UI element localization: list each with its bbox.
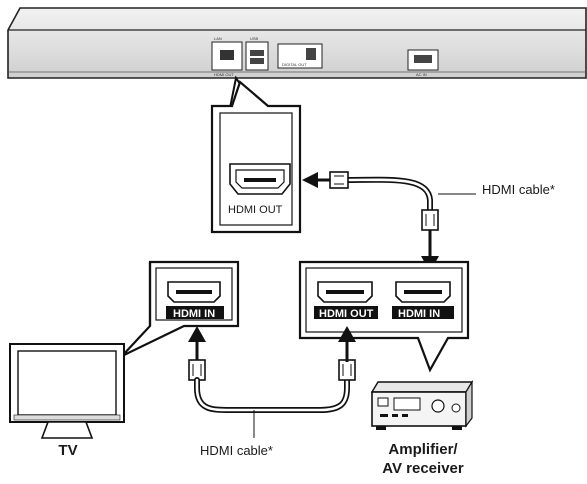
player-hdmi-out-callout: HDMI OUT	[210, 80, 302, 234]
tv-label: TV	[58, 442, 78, 459]
panel-text-hdmi-out: HDMI OUT	[214, 72, 234, 77]
amplifier-device	[370, 379, 474, 430]
amp-hdmi-out-badge	[314, 306, 378, 319]
tv-hdmi-in-callout: HDMI IN	[121, 260, 240, 357]
player-hdmi-out-label: HDMI OUT	[228, 204, 283, 216]
upper-cable-label-wrap: HDMI cable*	[482, 182, 555, 197]
tv-device	[9, 343, 125, 439]
upper-hdmi-cable	[302, 171, 476, 272]
amp-hdmi-in-badge	[392, 306, 454, 319]
amp-hdmi-in-port	[395, 281, 451, 303]
panel-text-lan: LAN	[214, 36, 222, 41]
player-rear-panel	[211, 41, 439, 71]
upper-cable-label: HDMI cable*	[482, 182, 555, 197]
panel-text-ac-in: AC IN	[416, 72, 427, 77]
amp-hdmi-out-label: HDMI OUT	[319, 308, 374, 320]
lower-hdmi-cable	[188, 326, 356, 438]
player-hdmi-port	[229, 163, 291, 195]
lower-cable-label: HDMI cable*	[200, 443, 273, 458]
panel-text-usb: USB	[250, 36, 259, 41]
tv-hdmi-port	[167, 281, 221, 303]
amp-hdmi-in-label: HDMI IN	[398, 308, 440, 320]
amp-hdmi-out-port	[317, 281, 373, 303]
panel-text-digital-out: DIGITAL OUT	[282, 62, 307, 67]
player-device: LAN HDMI OUT DIGITAL OUT USB AC IN	[7, 7, 587, 109]
amplifier-hdmi-callout: HDMI OUT HDMI IN	[298, 260, 470, 373]
amplifier-label-line2: AV receiver	[382, 460, 464, 477]
tv-hdmi-in-badge	[166, 306, 224, 319]
tv-hdmi-in-label: HDMI IN	[173, 308, 215, 320]
amplifier-label-line1: Amplifier/	[388, 441, 458, 458]
